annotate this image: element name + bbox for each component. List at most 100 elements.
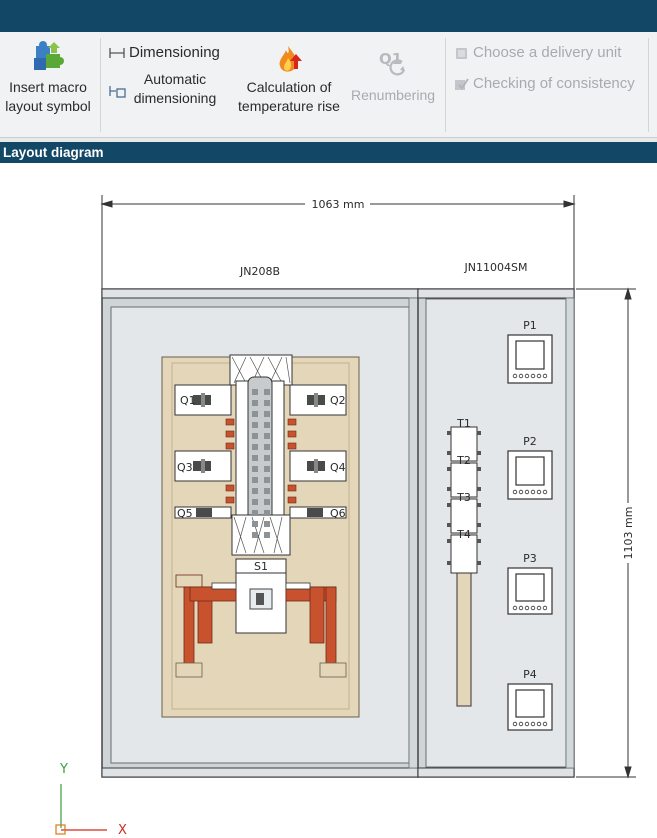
terminal-t1[interactable]: T1 [447,417,481,462]
terminal-pin [252,389,258,395]
terminal-pin [264,532,270,538]
ribbon-toolbar: Insert macro layout symbol Dimensioning … [0,32,657,138]
renumbering-button[interactable]: Q1 Renumbering [348,48,438,120]
breaker-q1[interactable]: Q1 [174,384,232,416]
consistency-check-icon [455,77,469,90]
cabinet-layout-drawing[interactable]: 1063 mm 1103 mm JN208B JN11004SM [0,163,657,838]
terminal-pin [252,477,258,483]
meter-p4-label: P4 [523,668,537,681]
meter-p3[interactable]: P3 [507,552,553,615]
temp-rise-label-2: temperature rise [238,98,340,114]
terminal-pin [264,400,270,406]
breaker-q3-label: Q3 [177,461,193,474]
terminal-t1-label: T1 [456,417,471,430]
terminal-pin [252,521,258,527]
terminal-pin [252,466,258,472]
terminal-pin [252,444,258,450]
meter-p4[interactable]: P4 [507,668,553,731]
breaker-q1-label: Q1 [180,394,196,407]
switch-s1[interactable]: S1 [235,558,287,634]
width-dimension-label: 1063 mm [312,198,365,211]
terminal-pin [264,389,270,395]
breaker-q3[interactable]: Q3 [174,450,232,482]
meter-p2[interactable]: P2 [507,435,553,500]
terminal-pin [252,422,258,428]
cabinet-left-label: JN208B [239,265,280,278]
terminal-pin [252,499,258,505]
terminal-pin [264,466,270,472]
breaker-q4[interactable]: Q4 [289,450,347,482]
terminal-t4[interactable]: T4 [447,528,481,574]
terminal-pin [264,455,270,461]
insert-macro-label-1: Insert macro [9,79,87,95]
checking-consistency-button[interactable]: Checking of consistency [454,74,635,94]
height-dimension [576,287,636,779]
switch-s1-label: S1 [254,560,268,573]
ribbon-separator [648,38,649,132]
dimensioning-label: Dimensioning [129,44,220,61]
breaker-q2-label: Q2 [330,394,346,407]
temperature-rise-button[interactable]: Calculation of temperature rise [234,44,344,128]
choose-delivery-unit-button[interactable]: Choose a delivery unit [454,43,621,63]
cabinet-right-label: JN11004SM [464,261,528,274]
breaker-q5[interactable]: Q5 [174,506,232,520]
terminal-pin [264,477,270,483]
terminal-strip[interactable] [225,354,297,556]
terminal-pin [252,510,258,516]
width-dimension [100,195,576,293]
terminal-pin [252,411,258,417]
insert-macro-button[interactable]: Insert macro layout symbol [2,40,94,128]
layout-diagram-header: Layout diagram [0,142,657,163]
delivery-unit-icon [456,47,467,59]
terminal-pin [252,532,258,538]
panel-title: Layout diagram [3,145,104,160]
terminal-t2[interactable]: T2 [447,454,481,498]
terminal-rail [456,560,472,707]
terminal-pin [252,488,258,494]
terminal-t4-label: T4 [456,528,471,541]
terminal-pin [252,400,258,406]
terminal-t3-label: T3 [456,491,471,504]
terminal-pin [264,488,270,494]
terminal-pin [264,411,270,417]
terminal-pin [264,510,270,516]
meter-p1-label: P1 [523,319,537,332]
ribbon-separator [100,38,101,132]
auto-dimension-icon [109,86,126,98]
ribbon-separator [445,38,446,132]
coordinate-axes-icon: Y X [55,762,127,838]
meter-p2-label: P2 [523,435,537,448]
terminal-pin [252,455,258,461]
breaker-q5-label: Q5 [177,507,193,520]
terminal-pin [264,444,270,450]
meter-p3-label: P3 [523,552,537,565]
temp-rise-label-1: Calculation of [246,79,332,95]
terminal-pin [264,521,270,527]
renumber-icon: Q1 [379,50,406,76]
breaker-q4-label: Q4 [330,461,346,474]
check-consistency-label: Checking of consistency [473,75,635,92]
axis-y-label: Y [59,762,68,777]
insert-macro-label-2: layout symbol [5,98,91,114]
layout-canvas[interactable]: 1063 mm 1103 mm JN208B JN11004SM [0,163,657,838]
terminal-pin [264,433,270,439]
renumbering-label: Renumbering [350,87,436,103]
dimension-icon [109,48,125,59]
breaker-q6[interactable]: Q6 [289,506,347,520]
terminal-pin [264,499,270,505]
breaker-q6-label: Q6 [330,507,346,520]
title-bar [0,0,657,32]
terminal-t3[interactable]: T3 [447,491,481,534]
terminal-t2-label: T2 [456,454,471,467]
automatic-dimensioning-button[interactable]: Automatic dimensioning [106,70,230,110]
height-dimension-label: 1103 mm [622,507,635,560]
ribbon-divider [0,138,657,142]
meter-p1[interactable]: P1 [507,319,553,384]
choose-delivery-label: Choose a delivery unit [473,44,622,61]
terminal-pin [252,433,258,439]
puzzle-icon [34,41,64,70]
breaker-q2[interactable]: Q2 [289,384,347,416]
dimensioning-button[interactable]: Dimensioning [109,43,220,63]
auto-dim-label-2: dimensioning [133,90,217,106]
busbar-assembly [175,574,347,678]
